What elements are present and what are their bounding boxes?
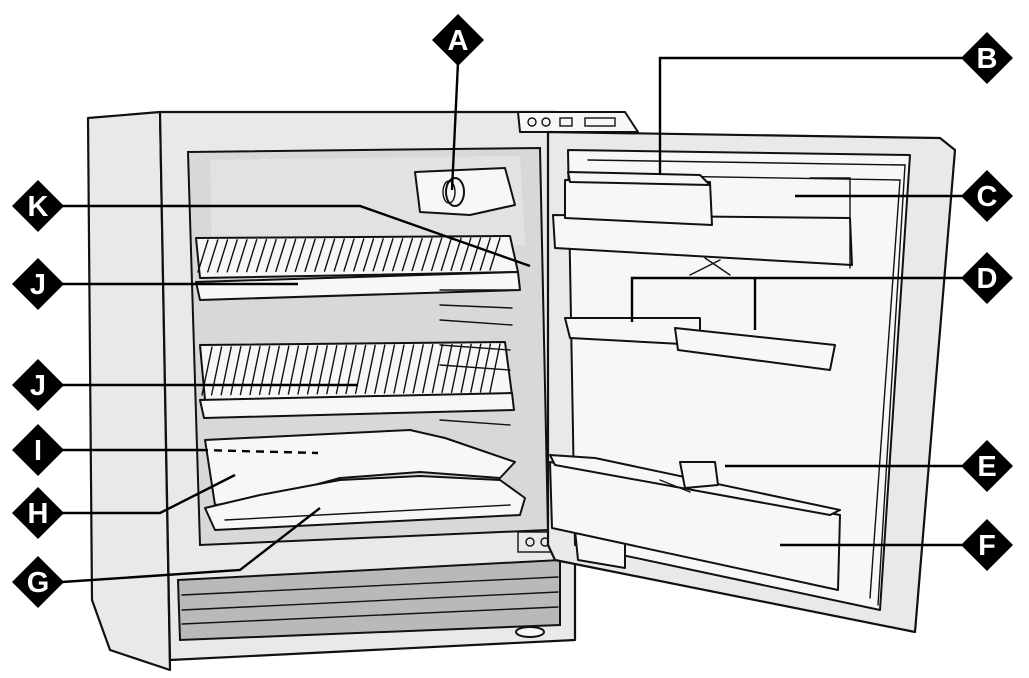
label-marker-j1: J	[12, 258, 64, 310]
label-marker-k: K	[12, 180, 64, 232]
label-markers: A B C D E F G HI J J K	[12, 14, 1013, 608]
diamond-marker-icon	[12, 487, 64, 539]
label-marker-g: G	[12, 556, 64, 608]
diamond-marker-icon	[961, 32, 1013, 84]
label-text: J	[30, 269, 46, 301]
diamond-marker-icon	[961, 170, 1013, 222]
diamond-marker-icon	[12, 556, 64, 608]
leader-h	[62, 473, 236, 515]
diamond-marker-icon	[12, 359, 64, 411]
label-marker-a: A	[432, 14, 484, 66]
label-marker-e: E	[961, 440, 1013, 492]
diamond-marker-icon	[961, 252, 1013, 304]
top-door-shelf	[552, 171, 853, 269]
lower-door-bin	[549, 454, 841, 591]
leader-lines	[61, 56, 962, 584]
label-marker-f: F	[961, 519, 1013, 571]
label-marker-d: D	[961, 252, 1013, 304]
label-marker-i: I	[12, 424, 64, 476]
crisper-drawer	[204, 475, 526, 531]
leader-b	[658, 56, 962, 175]
label-text: I	[34, 435, 42, 467]
leader-i-dashed	[199, 448, 319, 455]
label-text: G	[27, 567, 50, 599]
diamond-marker-icon	[12, 180, 64, 232]
diamond-marker-icon	[961, 440, 1013, 492]
thermostat-unit	[414, 167, 516, 216]
label-marker-b: B	[961, 32, 1013, 84]
label-text: E	[977, 451, 996, 483]
leader-k	[62, 204, 531, 268]
leader-a	[450, 61, 460, 191]
label-text: B	[977, 43, 998, 75]
label-text: D	[977, 263, 998, 295]
bottom-vent	[176, 531, 577, 642]
egg-trays	[564, 257, 836, 371]
label-text: C	[977, 181, 998, 213]
diamond-marker-icon	[432, 14, 484, 66]
diamond-marker-icon	[12, 258, 64, 310]
label-marker-j2: J	[12, 359, 64, 411]
leader-g	[61, 507, 321, 584]
label-text: A	[448, 25, 469, 57]
label-marker-h: H	[12, 487, 64, 539]
label-text: F	[978, 530, 996, 562]
label-text: H	[28, 498, 49, 530]
label-marker-c: C	[961, 170, 1013, 222]
diamond-marker-icon	[12, 424, 64, 476]
label-text: K	[28, 191, 49, 223]
upper-shelf	[195, 235, 521, 326]
leader-d	[630, 276, 962, 330]
label-text: J	[30, 370, 46, 402]
diamond-marker-icon	[961, 519, 1013, 571]
